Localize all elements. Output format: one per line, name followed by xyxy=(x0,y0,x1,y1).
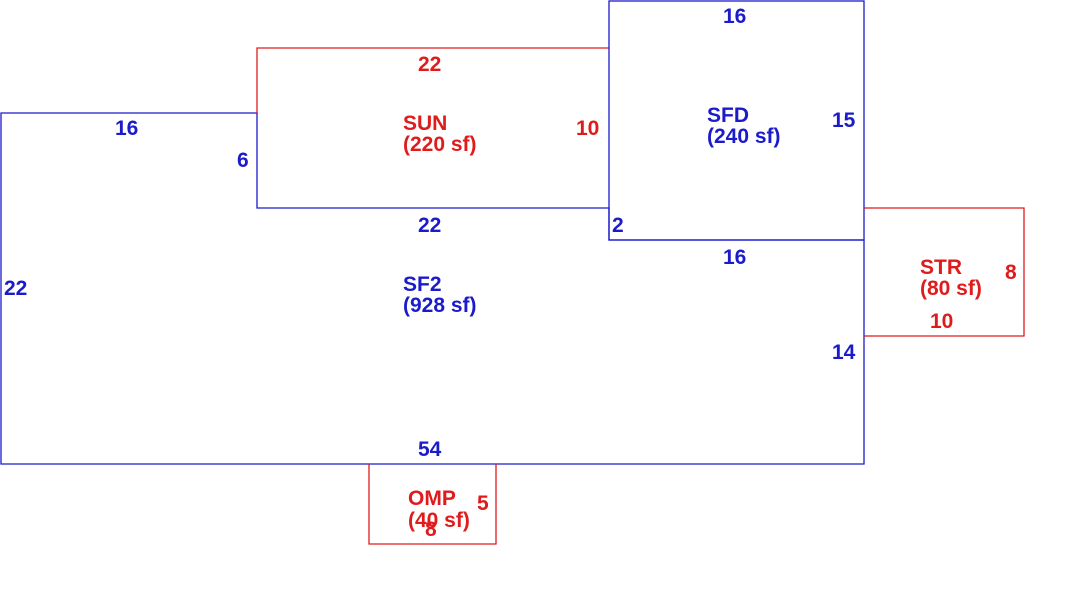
str-area-size: (80 sf) xyxy=(920,277,982,300)
sun-area-size: (220 sf) xyxy=(403,133,477,156)
dim-sf2-left: 22 xyxy=(4,277,27,300)
dim-sun-top: 22 xyxy=(418,53,441,76)
sf2-area-size: (928 sf) xyxy=(403,294,477,317)
sun-outline xyxy=(256,47,609,113)
dim-omp-right: 5 xyxy=(477,492,489,515)
dim-sun-right: 10 xyxy=(576,117,599,140)
sfd-outline xyxy=(608,0,865,241)
dim-sfd-bottom: 16 xyxy=(723,246,746,269)
str-area-name: STR xyxy=(920,256,962,279)
omp-outline xyxy=(368,464,497,545)
dim-omp-bottom: 8 xyxy=(425,518,437,541)
str-outline xyxy=(864,207,1025,337)
dim-sf2-right: 14 xyxy=(832,341,856,364)
sun-area-name: SUN xyxy=(403,112,447,135)
dim-str-right: 8 xyxy=(1005,261,1017,284)
omp-area-name: OMP xyxy=(408,487,456,510)
sf2-area-name: SF2 xyxy=(403,273,442,296)
dim-sf2-bottom: 54 xyxy=(418,438,442,461)
dim-sf2-step: 6 xyxy=(237,149,249,172)
omp-area-size: (40 sf) xyxy=(408,509,470,532)
dim-sfd-right: 15 xyxy=(832,109,856,132)
dim-sun-bottom: 22 xyxy=(418,214,441,237)
sfd-area-size: (240 sf) xyxy=(707,125,781,148)
dim-sfd-top: 16 xyxy=(723,5,746,28)
dim-str-bottom: 10 xyxy=(930,310,953,333)
dim-sf2-notch: 2 xyxy=(612,214,624,237)
sfd-area-name: SFD xyxy=(707,104,749,127)
dim-sf2-top: 16 xyxy=(115,117,138,140)
